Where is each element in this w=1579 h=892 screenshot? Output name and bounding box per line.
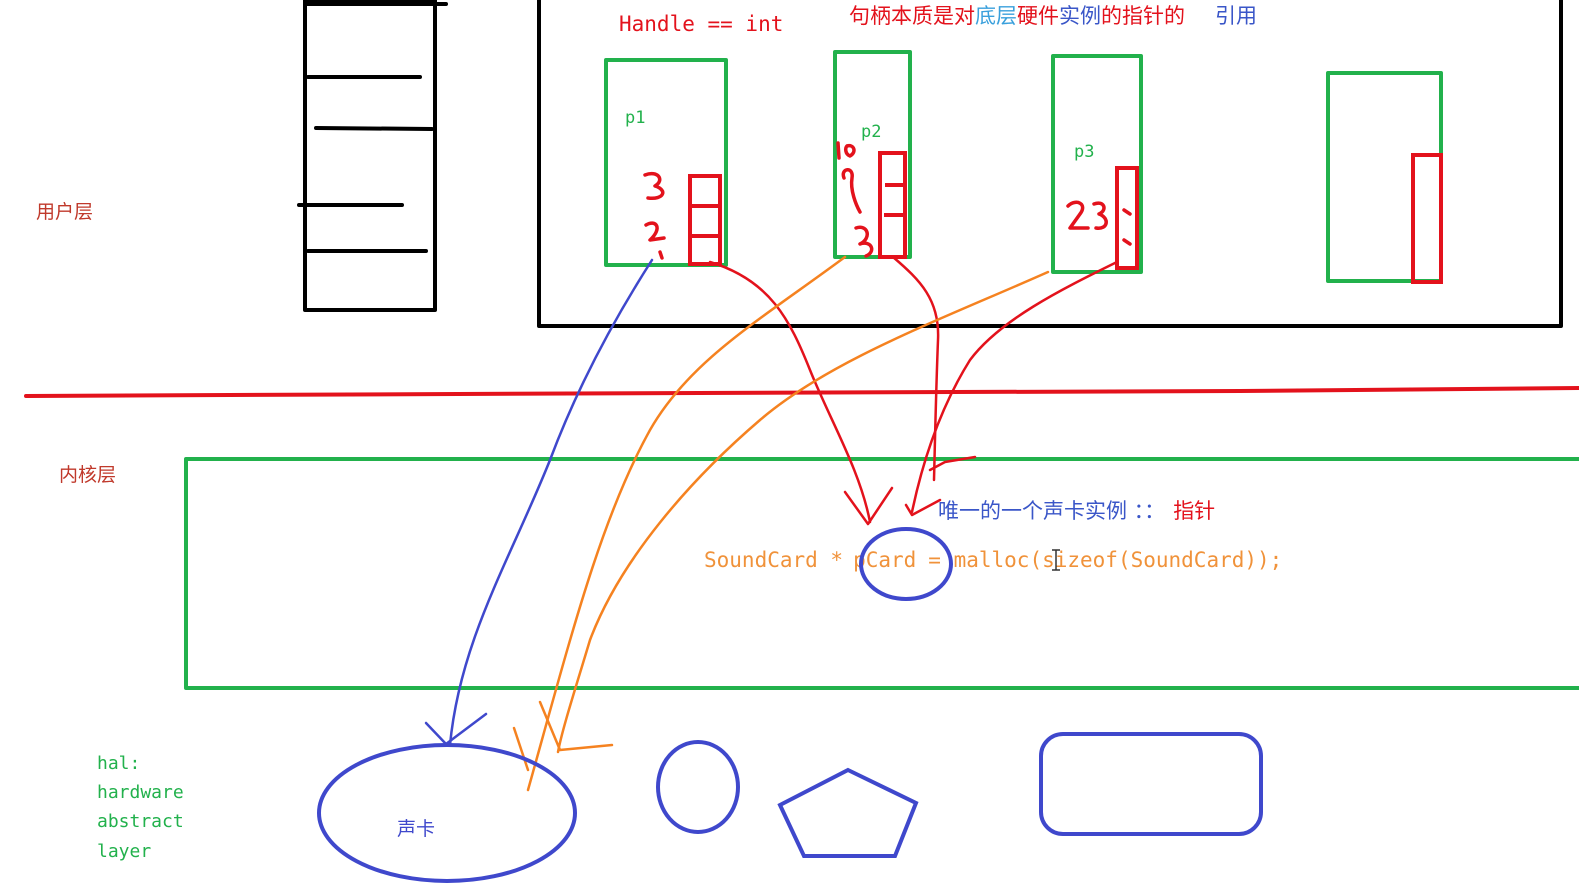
handle-desc-part3: 硬件 bbox=[1017, 4, 1059, 28]
orange-arrows bbox=[512, 255, 1050, 792]
text-cursor-icon bbox=[1052, 549, 1060, 571]
layer-separator-line bbox=[24, 386, 1579, 398]
instance-label-part2: 指针 bbox=[1173, 499, 1215, 523]
red-arrow-p2 bbox=[891, 255, 940, 482]
hal-line-1: hal: bbox=[97, 753, 140, 774]
process-p1: p1 bbox=[604, 58, 728, 267]
hal-label: hal: hardware abstract layer bbox=[97, 753, 184, 862]
p3-handwritten-numbers bbox=[1066, 200, 1132, 246]
soundcard-code-line: SoundCard *pCard= malloc(sizeof(SoundCar… bbox=[704, 548, 1282, 572]
user-layer-label: 用户层 bbox=[36, 201, 93, 223]
p2-handwritten-numbers bbox=[836, 141, 874, 258]
instance-label-part1: 唯一的一个声卡实例 ：： bbox=[938, 499, 1165, 523]
process-p1-label: p1 bbox=[625, 108, 645, 128]
code-rest: = malloc(sizeof(SoundCard)); bbox=[928, 548, 1282, 572]
orange-arrow-p3 bbox=[556, 270, 1050, 754]
p3-handle-table bbox=[1115, 166, 1139, 270]
p2-handle-table bbox=[878, 151, 907, 259]
user-space-box bbox=[537, 0, 1563, 328]
handle-desc-part1: 句柄本质是对 bbox=[849, 4, 975, 28]
kernel-box bbox=[184, 457, 1579, 690]
p1-handle-table bbox=[688, 174, 722, 266]
pentagon-shape bbox=[777, 767, 919, 858]
handle-desc-part4: 实例 bbox=[1059, 4, 1101, 28]
hal-line-4: layer bbox=[97, 841, 151, 862]
red-arrow-p3 bbox=[910, 260, 1119, 514]
red-arrow-p1 bbox=[708, 260, 872, 524]
sound-card-label: 声卡 bbox=[397, 818, 435, 840]
handle-desc-part2: 底层 bbox=[975, 4, 1017, 28]
pcard-circle bbox=[859, 527, 953, 601]
handle-desc-part6: 引用 bbox=[1215, 4, 1257, 28]
process-p3-label: p3 bbox=[1074, 142, 1094, 162]
ellipse-shape bbox=[317, 743, 577, 883]
process-p3: p3 bbox=[1051, 54, 1143, 274]
handle-description: 句柄本质是对底层硬件实例的指针的 引用 bbox=[849, 4, 1257, 28]
code-type: SoundCard * bbox=[704, 548, 843, 572]
circle-shape bbox=[656, 740, 740, 834]
handle-equals-int: Handle == int bbox=[619, 12, 783, 36]
orange-arrow-p2 bbox=[526, 255, 847, 792]
hardware-shapes: 声卡 bbox=[317, 732, 1263, 883]
process-p2-label: p2 bbox=[861, 122, 881, 142]
hal-line-2: hardware bbox=[97, 782, 184, 803]
process-p2: p2 bbox=[833, 50, 912, 259]
user-stack bbox=[297, 0, 448, 312]
process-p4 bbox=[1326, 71, 1443, 284]
handle-desc-part5: 的指针的 bbox=[1101, 4, 1185, 28]
rounded-rect-shape bbox=[1039, 732, 1263, 836]
kernel-layer-label: 内核层 bbox=[59, 464, 116, 486]
red-arrows bbox=[708, 255, 1119, 526]
blue-arrow bbox=[424, 258, 654, 747]
hal-line-3: abstract bbox=[97, 811, 184, 832]
sound-card-instance-label: 唯一的一个声卡实例 ：： 指针 bbox=[938, 499, 1215, 523]
p1-handwritten-numbers bbox=[643, 172, 666, 260]
